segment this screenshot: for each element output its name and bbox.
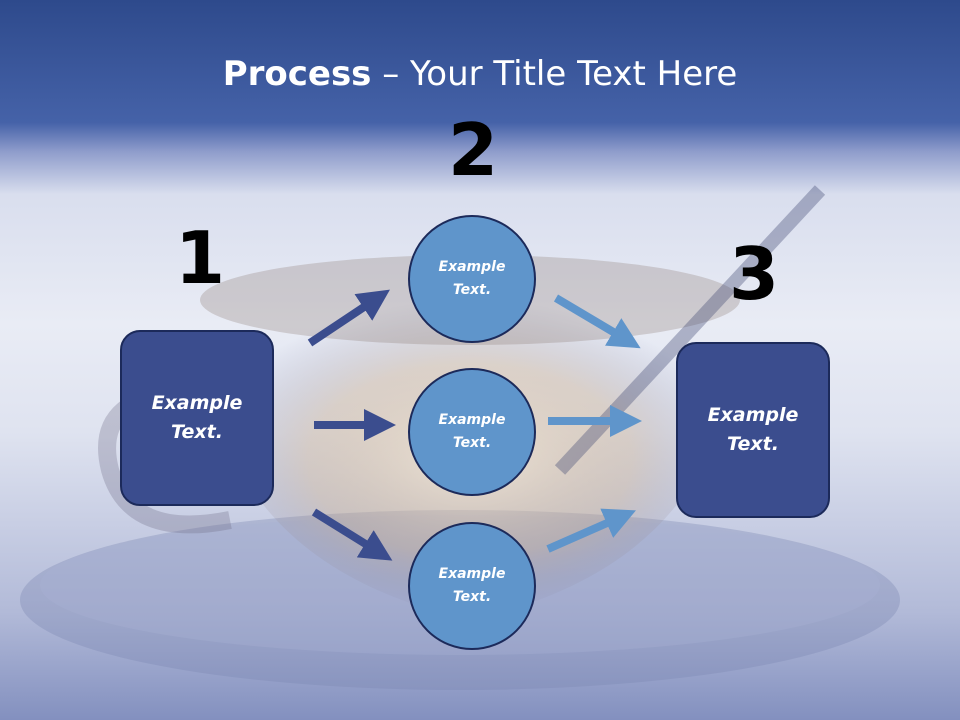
arrow-1-to-circle-top: [307, 289, 390, 347]
step-2-number: 2: [447, 108, 499, 192]
circle-top-text: Example Text.: [438, 259, 506, 298]
step-2-circle-middle: Example Text.: [408, 368, 536, 496]
arrow-circle-top-to-3: [553, 294, 641, 349]
step-3-text: Example Text.: [707, 404, 799, 455]
step-2-circle-bottom: Example Text.: [408, 522, 536, 650]
step-1-box: Example Text.: [120, 330, 274, 506]
slide-title: Process – Your Title Text Here: [0, 52, 960, 96]
arrow-1-to-circle-bottom: [311, 508, 393, 561]
step-2-circle-top: Example Text.: [408, 215, 536, 343]
title-rest-part: – Your Title Text Here: [371, 54, 738, 94]
circle-bottom-text: Example Text.: [438, 566, 506, 605]
title-bold-part: Process: [222, 54, 372, 94]
step-1-text: Example Text.: [151, 392, 243, 443]
circle-middle-text: Example Text.: [438, 412, 506, 451]
arrow-circle-bottom-to-3: [546, 508, 636, 553]
step-1-number: 1: [174, 216, 226, 300]
step-3-box: Example Text.: [676, 342, 830, 518]
step-3-number: 3: [728, 232, 780, 316]
